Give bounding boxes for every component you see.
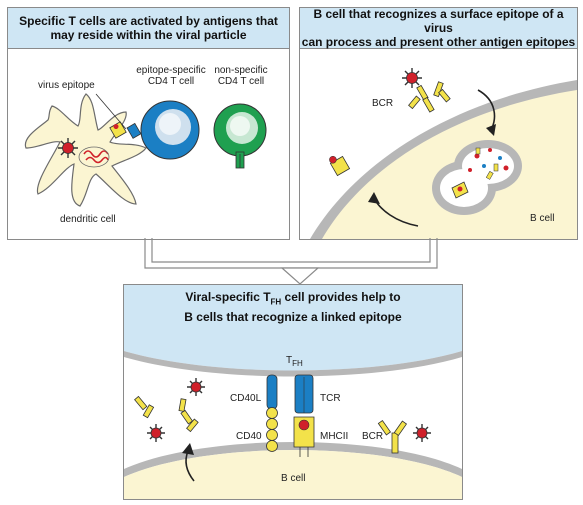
antibody-icon (134, 395, 199, 433)
virus-icon (147, 424, 165, 442)
label-virus-epitope: virus epitope (38, 80, 95, 91)
endosome (432, 140, 522, 215)
label-bcr: BCR (362, 431, 384, 442)
b-cell-membrane (124, 442, 462, 477)
mhc-icon (293, 416, 315, 457)
specific-t-cell (140, 100, 200, 160)
label-tfh: TFH (286, 355, 303, 368)
virus-icon (413, 424, 431, 442)
antibody-icon (377, 419, 408, 454)
mhc-icon (329, 155, 351, 177)
panel-b-title-line1: B cell that recognizes a surface epitope… (313, 7, 564, 35)
label-non-specific: non-specific CD4 T cell (214, 65, 268, 87)
panel-a-illustration (24, 93, 267, 207)
b-cell-cytoplasm (124, 450, 462, 499)
tfh-cell-body (124, 329, 462, 371)
label-cd40: CD40 (236, 431, 262, 442)
label-b-cell: B cell (281, 473, 306, 484)
panel-a-title-line1: Specific T cells are activated by antige… (19, 14, 278, 28)
panel-b: B cell that recognizes a surface epitope… (299, 7, 578, 240)
dendritic-cell (24, 93, 147, 207)
label-tcr: TCR (320, 393, 341, 404)
panel-b-illustration (310, 68, 577, 239)
panel-a-title-line2: may reside within the viral particle (50, 28, 247, 42)
virus-icon (187, 378, 205, 396)
label-b-cell: B cell (530, 213, 555, 224)
b-cell-cytoplasm (320, 88, 577, 239)
tfh-membrane (124, 351, 462, 377)
virus-icon (402, 68, 422, 88)
tcr-icon (294, 374, 314, 414)
virus-epitope-pointer (95, 93, 127, 130)
label-dendritic-cell: dendritic cell (60, 214, 116, 225)
panel-c: Viral-specific TFH cell provides help to… (123, 284, 463, 500)
panel-c-illustration (124, 329, 462, 499)
panel-c-title-line2: B cells that recognize a linked epitope (184, 309, 402, 324)
label-mhcii: MHCII (320, 431, 349, 442)
panel-b-header: B cell that recognizes a surface epitope… (300, 8, 577, 49)
panel-a-header: Specific T cells are activated by antige… (8, 8, 289, 49)
antibody-icon (433, 81, 451, 103)
dendritic-nucleus (83, 150, 109, 164)
panel-b-title-line2: can process and present other antigen ep… (301, 35, 576, 49)
label-cd40l: CD40L (230, 393, 262, 404)
mhc-icon (109, 121, 127, 139)
cd40-icon (266, 407, 278, 452)
cd40l-icon (266, 374, 278, 410)
tcr-icon (126, 122, 142, 139)
antibody-icon (408, 84, 435, 113)
panel-a: Specific T cells are activated by antige… (7, 7, 290, 240)
label-epitope-specific: epitope-specific CD4 T cell (136, 65, 206, 87)
label-bcr: BCR (372, 98, 394, 109)
panel-c-title-line1: Viral-specific TFH cell provides help to (185, 290, 401, 307)
nonspecific-t-cell (213, 103, 267, 169)
virus-icon (58, 138, 78, 158)
panel-c-header: Viral-specific TFH cell provides help to… (124, 285, 462, 330)
